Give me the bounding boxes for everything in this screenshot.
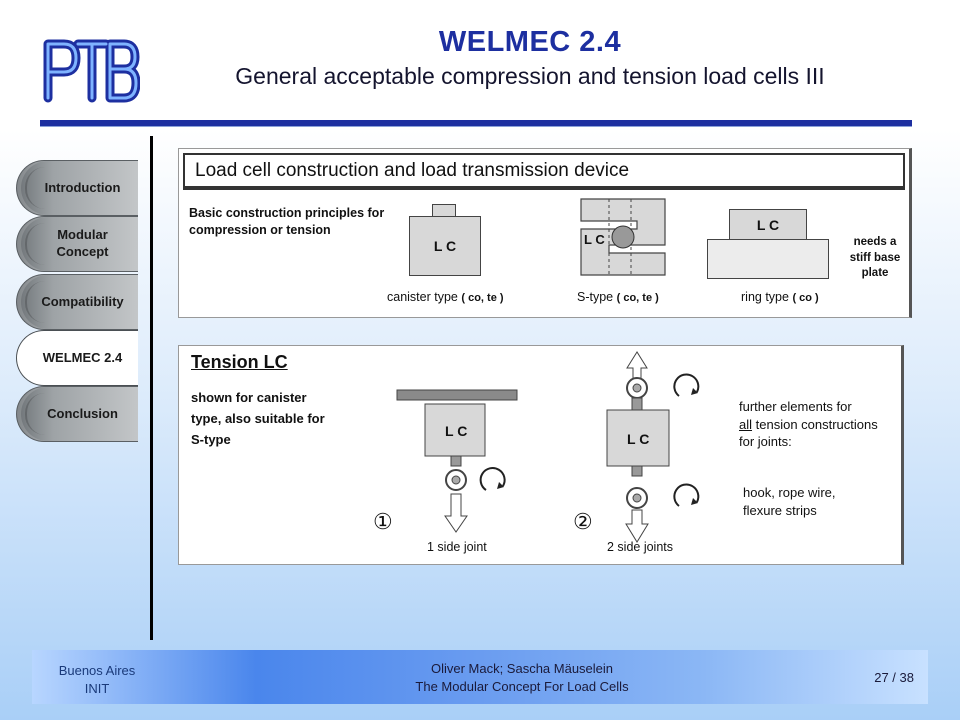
one-side-joint-drawing: L C (396, 389, 518, 533)
svg-text:L C: L C (627, 431, 649, 447)
ptb-logo (43, 39, 140, 103)
page-number: 27 / 38 (874, 670, 914, 685)
header-divider (40, 120, 912, 127)
nav-tab-label: Introduction (44, 179, 121, 195)
ring-caption: ring type ( co ) (741, 290, 819, 304)
nav-tab-welmec[interactable]: WELMEC 2.4 (16, 330, 138, 386)
svg-text:L C: L C (584, 232, 605, 247)
nav-tab-introduction[interactable]: Introduction (16, 160, 138, 216)
svg-text:L C: L C (445, 423, 467, 439)
slide-footer: Buenos Aires INIT Oliver Mack; Sascha Mä… (32, 650, 928, 704)
tension-description: shown for canister type, also suitable f… (191, 390, 325, 447)
figure-header: Load cell construction and load transmis… (183, 153, 905, 190)
lc-label: L C (729, 209, 807, 241)
construction-principles-text: Basic construction principles for compre… (189, 206, 385, 237)
setup-number-two: ② (573, 509, 593, 534)
nav-tab-label: Modular Concept (56, 227, 109, 259)
tension-lc-heading: Tension LC (191, 352, 288, 372)
s-type-caption: S-type ( co, te ) (577, 290, 659, 304)
slide-subtitle: General acceptable compression and tensi… (235, 63, 825, 89)
s-type-drawing: L C (580, 198, 666, 276)
nav-tab-conclusion[interactable]: Conclusion (16, 386, 138, 442)
stiff-base-note: needs a stiff base plate (849, 236, 901, 280)
nav-tab-modular-concept[interactable]: Modular Concept (16, 216, 138, 272)
tension-lc-figure: Tension LC shown for canister type, also… (178, 345, 904, 565)
footer-location: Buenos Aires INIT (58, 663, 136, 696)
slide-title: WELMEC 2.4 (438, 26, 622, 58)
further-elements-text: further elements for all tension constru… (739, 399, 878, 450)
load-cell-construction-figure: Load cell construction and load transmis… (178, 148, 912, 318)
footer-talk-info: Oliver Mack; Sascha Mäuselein The Modula… (415, 661, 629, 694)
canister-caption: canister type ( co, te ) (387, 290, 504, 304)
two-side-joints-drawing: L C (606, 351, 700, 543)
nav-tab-label: WELMEC 2.4 (42, 349, 123, 365)
lc-label: L C (409, 216, 481, 276)
one-side-joint-caption: 1 side joint (427, 540, 487, 554)
nav-tab-label: Conclusion (47, 405, 118, 421)
nav-tab-label: Compatibility (41, 293, 124, 309)
joint-elements-list: hook, rope wire, flexure strips (743, 485, 836, 518)
two-side-joints-caption: 2 side joints (607, 540, 674, 554)
setup-number-one: ① (373, 509, 393, 534)
nav-tab-compatibility[interactable]: Compatibility (16, 274, 138, 330)
content-divider-line (150, 136, 153, 640)
